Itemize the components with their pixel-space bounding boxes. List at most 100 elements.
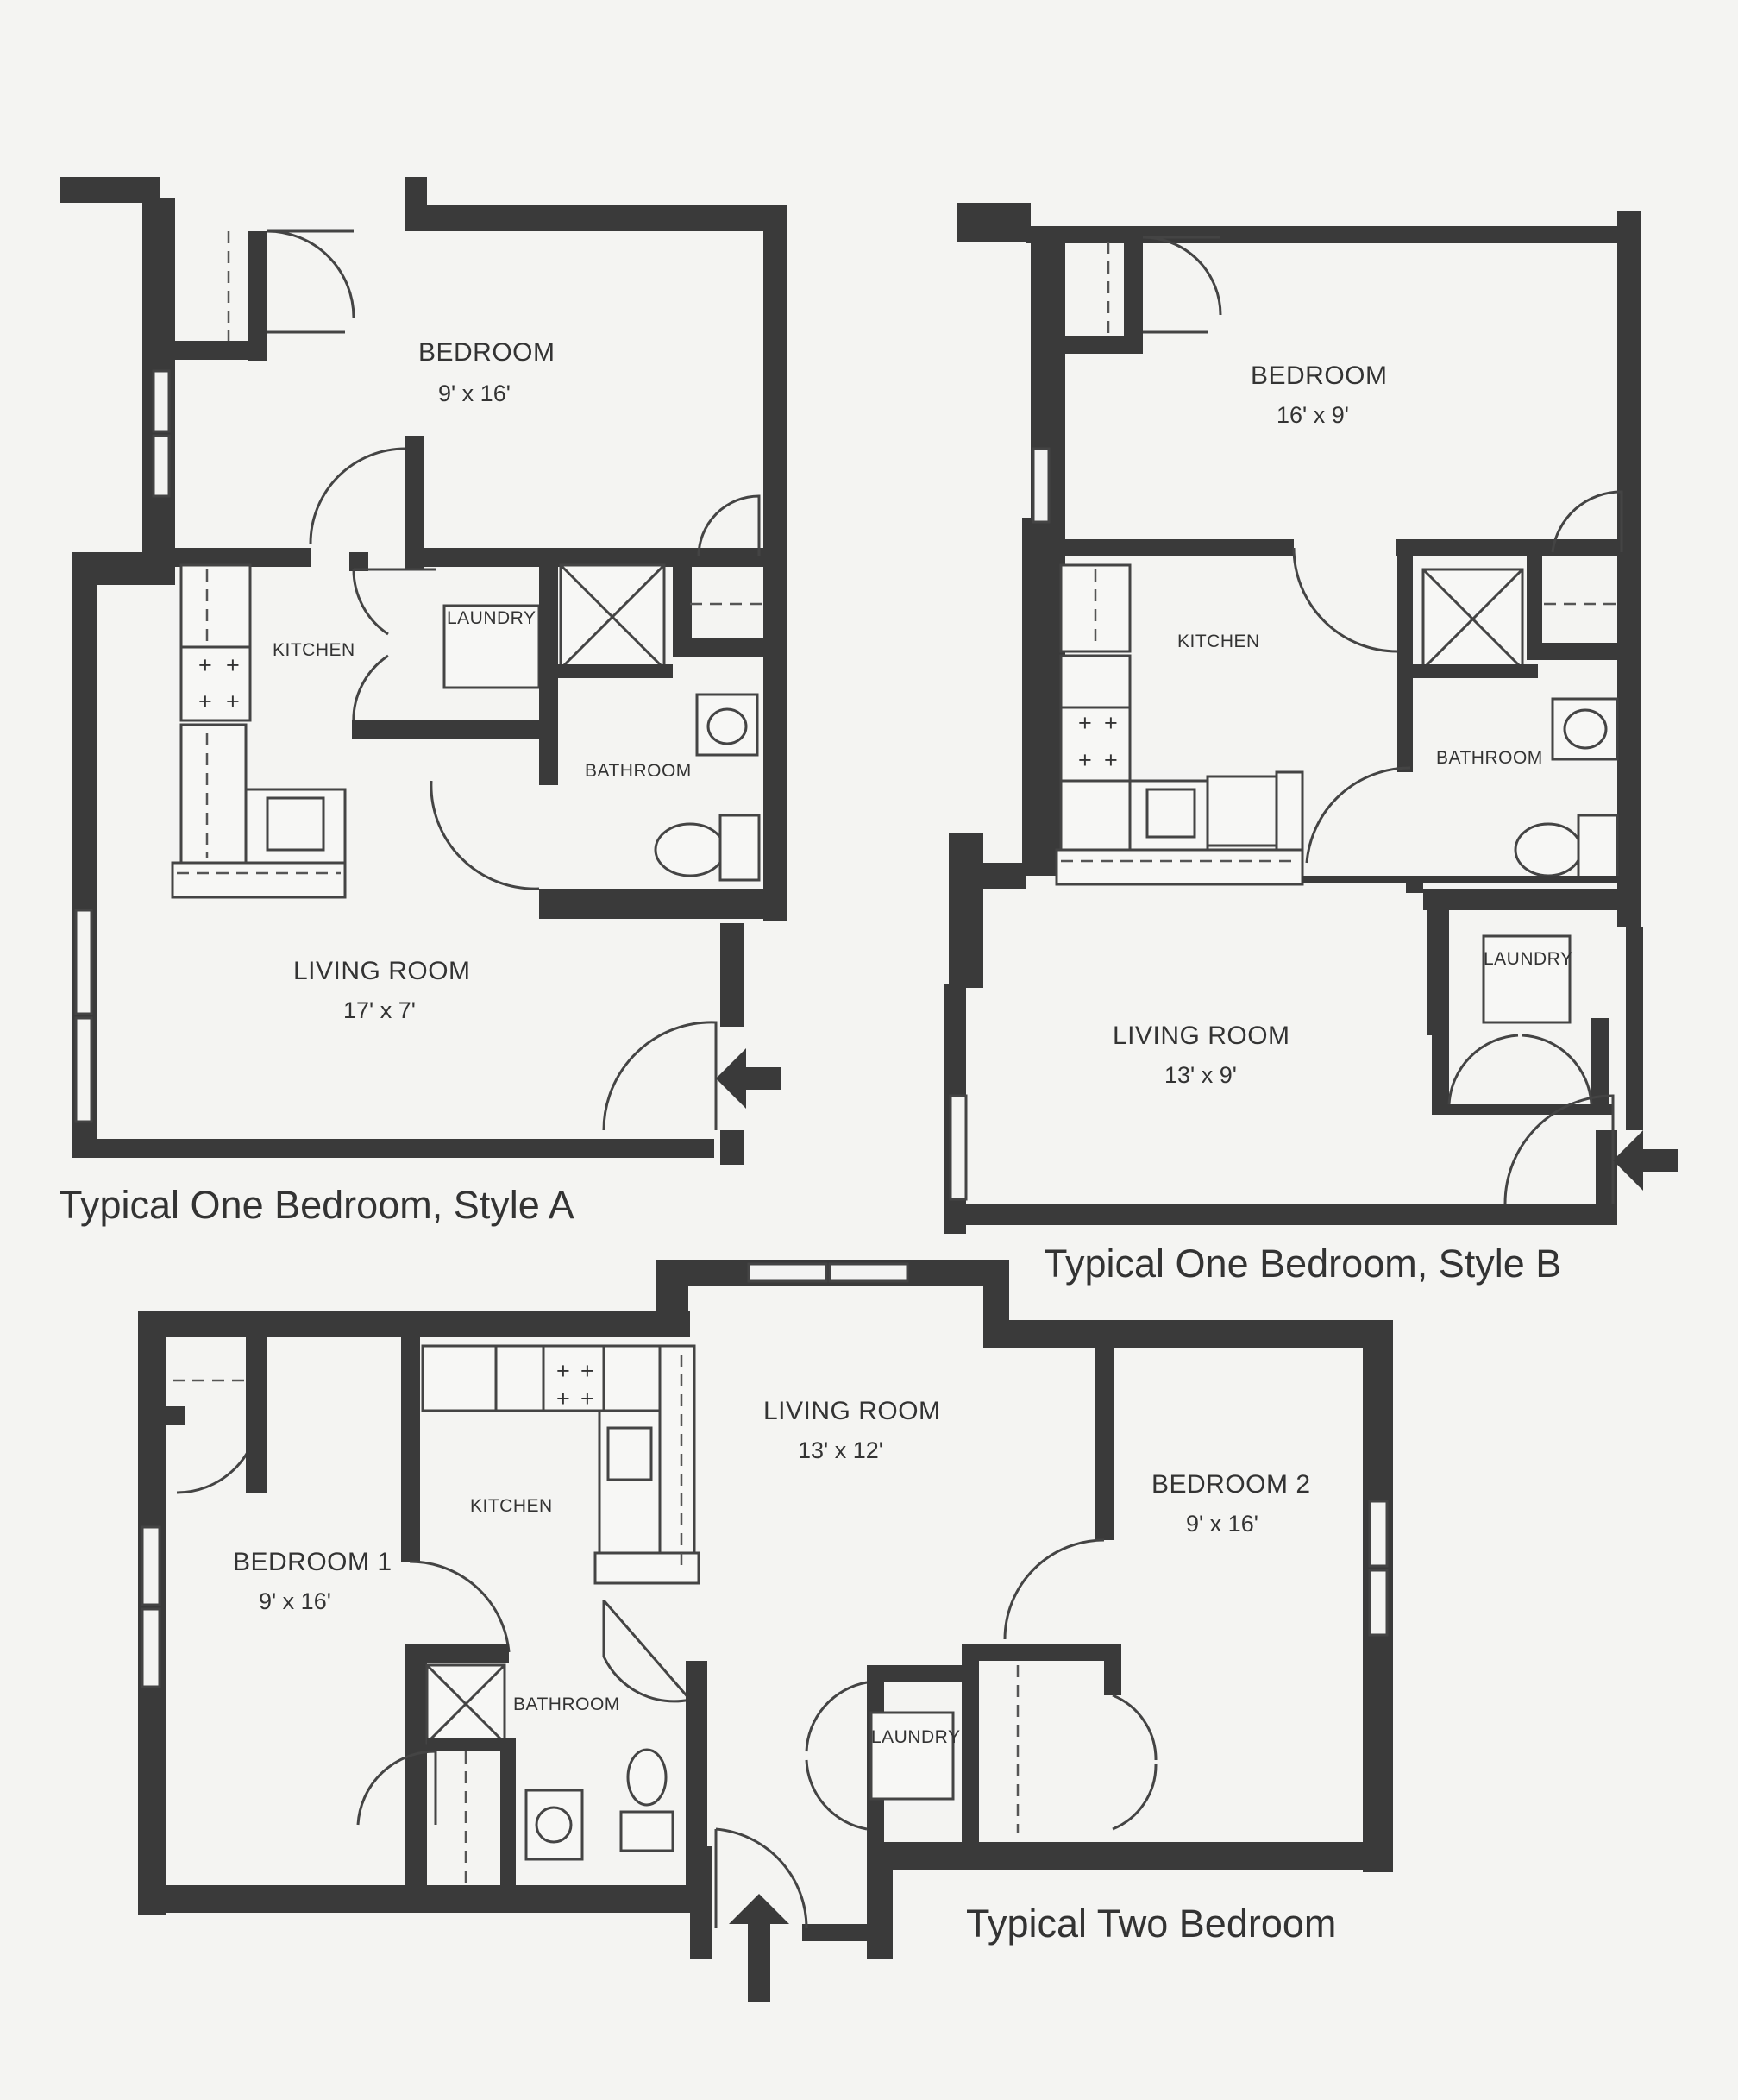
wall [401,1337,420,1562]
wall [673,561,692,656]
kitchen-counter [171,861,347,899]
window-icon [141,1525,161,1606]
door-swing-icon [714,1827,808,1929]
room-label: KITCHEN [1177,632,1260,651]
kitchen-counter [593,1551,700,1585]
door-swing-icon [1503,1094,1615,1204]
kitchen-counter [1059,779,1132,852]
wall [1432,1018,1449,1113]
room-label: BEDROOM [418,338,555,367]
room-label: BEDROOM [1251,362,1388,390]
wall [248,231,267,361]
window-icon [152,369,171,433]
wall [867,1665,962,1682]
wall [72,1139,714,1158]
wall [962,1644,1108,1661]
wall [962,1644,979,1859]
room-label: BATHROOM [585,761,692,781]
svg-text:+: + [580,1386,594,1412]
kitchen-counter [179,563,252,653]
wall [349,552,368,571]
window-icon [141,1607,161,1688]
wall [1061,336,1143,354]
plan-caption: Typical One Bedroom, Style A [59,1183,574,1227]
plan-two-bedroom: ++ ++ LIVING ROOM [138,1260,1393,2002]
svg-text:+: + [556,1386,570,1412]
wall [405,205,785,231]
laundry-washer [869,1711,955,1801]
sink-icon [606,1426,653,1481]
wall [1124,237,1143,349]
wall [1095,1333,1114,1540]
window-icon [949,1094,968,1201]
room-dimensions: 13' x 9' [1164,1062,1237,1088]
wall [949,833,983,988]
kitchen-counter [602,1344,662,1412]
wall [1406,876,1423,893]
door-swing-icon [1305,766,1411,864]
room-label: BATHROOM [1436,748,1543,768]
entry-arrow-icon [729,1894,789,2002]
wall [720,1130,744,1165]
plan-caption: Typical One Bedroom, Style B [1044,1242,1561,1286]
wall [673,638,785,657]
wall [1527,643,1634,660]
wall [552,664,673,678]
stove-icon [542,1344,605,1412]
svg-text:+: + [1078,747,1092,773]
window-icon [74,909,93,1015]
plan-one-bedroom-style-b: ++ ++ BEDROOM 16' x 9' KITCHEN BATHROOM … [944,203,1678,1286]
door-swing-icon [1447,1034,1593,1105]
wall [405,1644,509,1663]
kitchen-counter [1059,654,1132,709]
door-swing-icon [805,1681,868,1831]
room-label: LIVING ROOM [1113,1022,1290,1050]
door-swing-icon [1112,1694,1158,1831]
room-dimensions: 13' x 12' [798,1437,883,1463]
door-swing-icon [356,1750,437,1826]
wall [686,1661,707,1902]
toilet-icon [654,822,726,877]
svg-text:+: + [1078,710,1092,736]
wall [138,1311,690,1337]
laundry-washer [1482,934,1572,1024]
wall [1397,556,1413,772]
window-icon [1032,447,1051,524]
room-dimensions: 9' x 16' [438,380,511,406]
stove-icon [179,645,252,722]
room-label: BEDROOM 1 [233,1548,392,1576]
wall [867,1842,1393,1870]
wall [1527,552,1542,656]
wall [983,1320,1393,1348]
svg-text:+: + [1104,710,1118,736]
plan-one-bedroom-style-a: ++ ++ BEDROOM 9' x 16' KITCHEN LAUNDRY [59,177,787,1227]
wall [1026,226,1634,243]
kitchen-counter [179,723,248,865]
svg-text:+: + [580,1358,594,1384]
room-label: LAUNDRY [1484,949,1572,969]
window-icon [152,434,171,498]
door-swing-icon [352,568,436,726]
wall [949,863,1026,889]
wall [1302,876,1634,883]
room-label: LIVING ROOM [763,1397,941,1425]
stove-icon [1059,706,1132,783]
laundry-washer [442,604,541,689]
room-label: LAUNDRY [871,1727,960,1747]
door-swing-icon [602,1600,692,1703]
wall [802,1924,871,1941]
wall [1413,664,1538,678]
window-icon [828,1262,909,1283]
wall [539,733,558,785]
door-swing-icon [602,1021,718,1131]
room-label: KITCHEN [470,1496,553,1516]
wall [160,1406,185,1425]
wall [427,1738,513,1751]
svg-text:+: + [226,688,240,714]
wall [1617,211,1641,927]
door-swing-icon [697,494,761,557]
window-icon [74,1016,93,1123]
wall [720,923,744,1027]
